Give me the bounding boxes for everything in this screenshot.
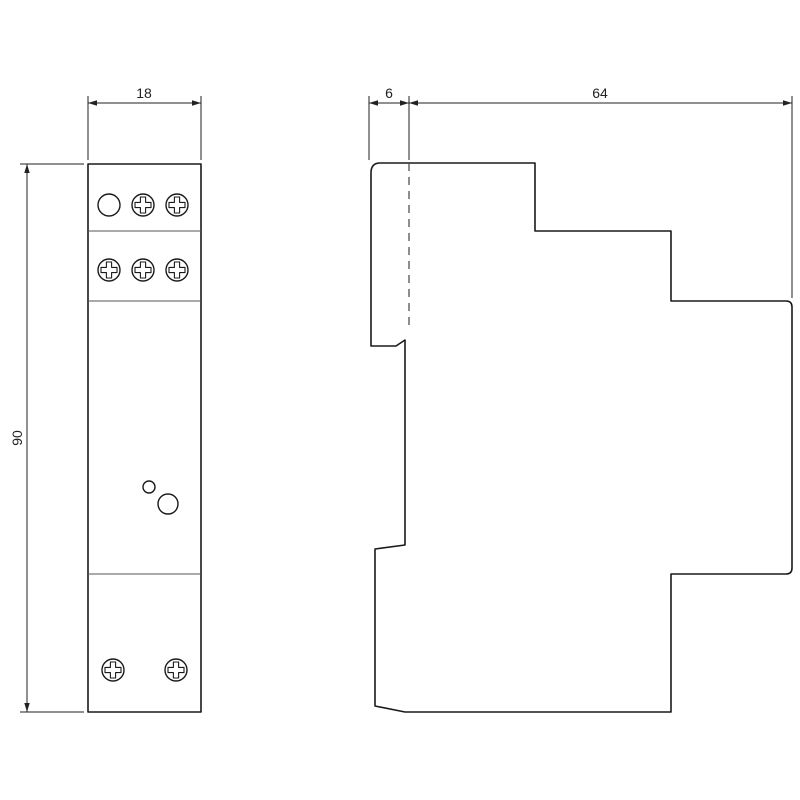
- indicator-led-large-icon: [157, 493, 179, 515]
- dimension-label-width: 18: [136, 85, 152, 101]
- terminal-screw-icon: [165, 193, 189, 217]
- dimension-label-body-depth: 64: [592, 85, 608, 101]
- front-housing-outline: [87, 163, 202, 713]
- side-view: [370, 162, 793, 713]
- side-profile-outline: [370, 162, 793, 713]
- dimension-depth: 6 64: [368, 85, 793, 298]
- terminal-screw-icon: [165, 258, 189, 282]
- dimension-width: 18: [87, 85, 202, 160]
- terminal-hole-icon: [97, 193, 121, 217]
- dimension-label-clip-depth: 6: [385, 85, 393, 101]
- dimension-label-height: 90: [9, 430, 25, 446]
- terminal-screw-icon: [101, 658, 125, 682]
- terminal-screw-icon: [131, 193, 155, 217]
- terminal-screw-icon: [97, 258, 121, 282]
- dimension-height: 90: [9, 163, 84, 713]
- terminal-screw-icon: [164, 658, 188, 682]
- terminal-screw-icon: [131, 258, 155, 282]
- front-view: [87, 163, 202, 713]
- indicator-led-small-icon: [142, 480, 156, 494]
